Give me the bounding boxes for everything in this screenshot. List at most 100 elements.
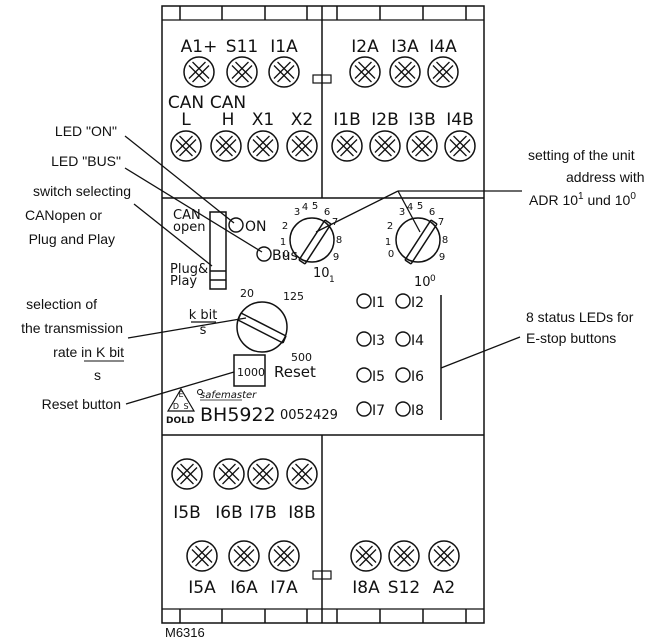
screw-terminal [247, 458, 279, 490]
annotation-switch: Plug and Play [29, 231, 115, 247]
switch-label-plugplay: Play [170, 274, 197, 289]
svg-text:DOLD: DOLD [166, 416, 194, 426]
screw-terminal [226, 56, 258, 88]
svg-text:0: 0 [283, 249, 289, 260]
status-leds: I1 I2 I3 I4 I5 I6 I7 I8 [356, 293, 424, 419]
screw-terminal [170, 130, 202, 162]
svg-text:9: 9 [439, 252, 445, 263]
terminal-label: I1A [270, 37, 298, 57]
annotation-address: address with [566, 169, 645, 185]
screw-terminal [213, 458, 245, 490]
status-led: I5 [372, 369, 385, 385]
terminal-label: X2 [291, 110, 313, 130]
switch-label-canopen: open [173, 220, 205, 235]
annotation-status: E-stop buttons [526, 330, 616, 346]
serial-label: 0052429 [280, 408, 338, 423]
terminal-label: X1 [252, 110, 274, 130]
svg-text:8: 8 [336, 235, 342, 246]
kbit-label-s: s [200, 323, 207, 338]
rate-20: 20 [240, 287, 254, 300]
annotation-rate: the transmission [21, 320, 123, 336]
terminal-label: I6B [215, 503, 243, 523]
brand-label: safemaster [200, 390, 257, 401]
rate-1000: 1000 [237, 366, 265, 379]
screw-terminal [171, 458, 203, 490]
svg-text:4: 4 [302, 202, 308, 213]
screw-terminal [406, 130, 438, 162]
screw-terminal [428, 540, 460, 572]
terminal-label: I3B [408, 110, 436, 130]
terminal-labels-bottom: I5B I6B I7B I8B I5A I6A I7A I8A S12 A2 [173, 503, 455, 598]
screw-terminal [286, 130, 318, 162]
status-led: I7 [372, 403, 385, 419]
terminal-label-can: CAN [168, 93, 204, 113]
terminal-label: I2A [351, 37, 379, 57]
terminal-label: I7A [270, 578, 298, 598]
annotation-led-on: LED "ON" [55, 123, 117, 139]
svg-text:3: 3 [294, 207, 300, 218]
svg-text:7: 7 [438, 217, 444, 228]
annotation-rate-s: s [94, 367, 101, 383]
terminal-label: H [222, 110, 235, 130]
annotation-switch: CANopen or [25, 207, 102, 223]
terminal-label: I8A [352, 578, 380, 598]
svg-text:5: 5 [417, 201, 423, 212]
terminal-label: S12 [388, 578, 420, 598]
led-on [228, 217, 244, 233]
terminal-label: I8B [288, 503, 316, 523]
svg-text:6: 6 [429, 207, 435, 218]
address-dial-units[interactable] [395, 217, 441, 265]
annotation-reset: Reset button [42, 396, 121, 412]
screw-terminal [369, 130, 401, 162]
mode-switch[interactable] [209, 211, 227, 290]
terminal-label: A2 [433, 578, 455, 598]
svg-text:D: D [173, 402, 179, 411]
screw-terminal [331, 130, 363, 162]
screw-terminal [210, 130, 242, 162]
annotations-right: setting of the unit address with ADR 101… [526, 147, 645, 346]
svg-text:2: 2 [387, 221, 393, 232]
svg-text:6: 6 [324, 207, 330, 218]
annotation-rate: selection of [26, 296, 97, 312]
svg-text:4: 4 [407, 202, 413, 213]
terminal-label: I1B [333, 110, 361, 130]
terminal-label: I3A [391, 37, 419, 57]
terminal-label: A1+ [181, 37, 218, 57]
terminal-label: I6A [230, 578, 258, 598]
reset-button[interactable] [233, 354, 266, 387]
address-dial-tens[interactable] [289, 217, 335, 265]
svg-text:0: 0 [388, 249, 394, 260]
switch-label-canopen: CAN [173, 208, 201, 223]
terminal-label-can: CAN [210, 93, 246, 113]
screw-terminal [389, 56, 421, 88]
led-bus-label: Bus [272, 248, 298, 264]
terminal-label: I5A [188, 578, 216, 598]
device-housing [161, 5, 485, 624]
screw-terminals [170, 56, 476, 572]
screw-terminal [427, 56, 459, 88]
dial-tens-sub: 1 [329, 275, 335, 285]
terminal-label: I4A [429, 37, 457, 57]
status-led: I4 [411, 333, 424, 349]
svg-text:1: 1 [280, 237, 286, 248]
annotation-switch: switch selecting [33, 183, 131, 199]
led-bus [256, 246, 272, 262]
led-on-label: ON [245, 219, 267, 235]
status-led: I8 [411, 403, 424, 419]
terminal-label: I5B [173, 503, 201, 523]
screw-terminal [350, 540, 382, 572]
screw-terminal [444, 130, 476, 162]
reset-label: Reset [274, 363, 316, 381]
status-led: I3 [372, 333, 385, 349]
annotation-address: setting of the unit [528, 147, 635, 163]
terminal-label: S11 [226, 37, 258, 57]
screw-terminal [286, 458, 318, 490]
dial-units-sub: 0 [430, 274, 436, 284]
screw-terminal [228, 540, 260, 572]
baud-rate-dial[interactable] [236, 301, 288, 353]
terminal-label: I2B [371, 110, 399, 130]
svg-text:1: 1 [385, 237, 391, 248]
annotation-rate: rate in K bit [53, 344, 124, 360]
svg-text:9: 9 [333, 252, 339, 263]
